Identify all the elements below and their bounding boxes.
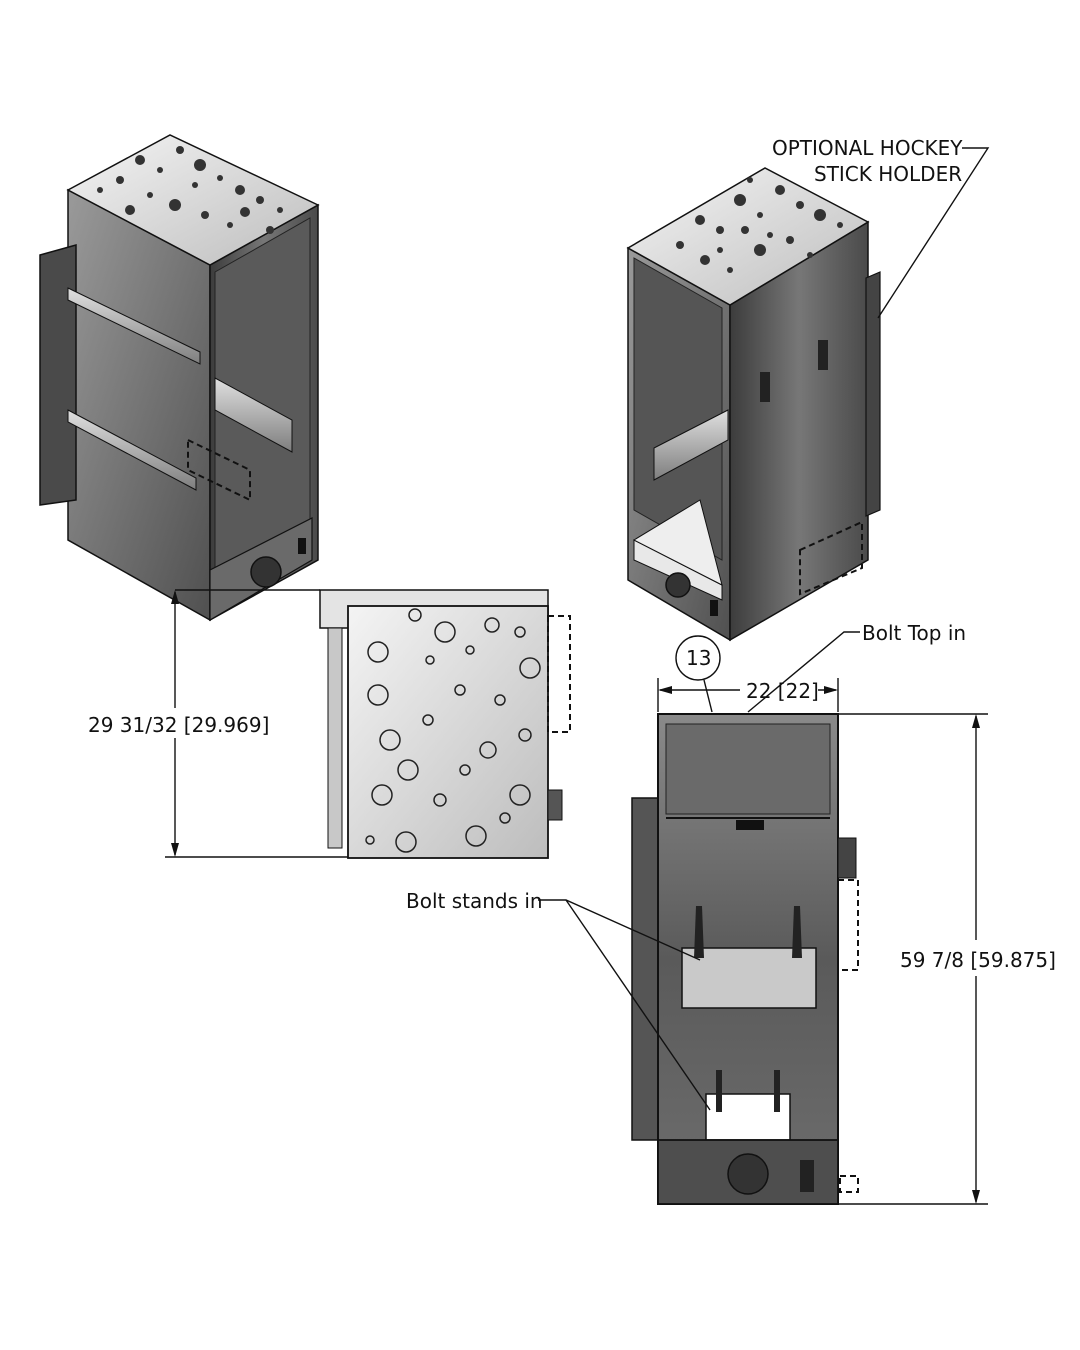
callout-bolt-stands: Bolt stands in xyxy=(406,889,711,1111)
dimension-depth: 29 31/32 [29.969] xyxy=(84,589,348,858)
bolt-top-label: Bolt Top in xyxy=(862,621,966,645)
balloon-number: 13 xyxy=(686,646,711,670)
callout-hockey-holder: OPTIONAL HOCKEY STICK HOLDER xyxy=(772,136,990,319)
bolt-stands-label: Bolt stands in xyxy=(406,889,543,913)
callout-balloon: 13 xyxy=(675,635,721,713)
iso-view-right xyxy=(626,167,881,642)
front-view xyxy=(631,713,859,1205)
depth-dimension-label: 29 31/32 [29.969] xyxy=(88,713,269,737)
top-view-holes xyxy=(365,608,541,853)
top-holes-left xyxy=(97,146,283,234)
hockey-holder-label-line1: OPTIONAL HOCKEY xyxy=(772,136,963,160)
top-view xyxy=(319,589,571,859)
top-holes-right xyxy=(676,177,843,273)
dimension-height: 59 7/8 [59.875] xyxy=(838,713,1056,1205)
hockey-holder-label-line2: STICK HOLDER xyxy=(814,162,962,186)
callout-bolt-top: Bolt Top in xyxy=(747,621,966,713)
iso-view-left xyxy=(39,134,320,622)
dimension-width: 22 [22] xyxy=(657,678,839,712)
bolts xyxy=(694,906,802,1112)
height-dimension-label: 59 7/8 [59.875] xyxy=(900,948,1056,972)
